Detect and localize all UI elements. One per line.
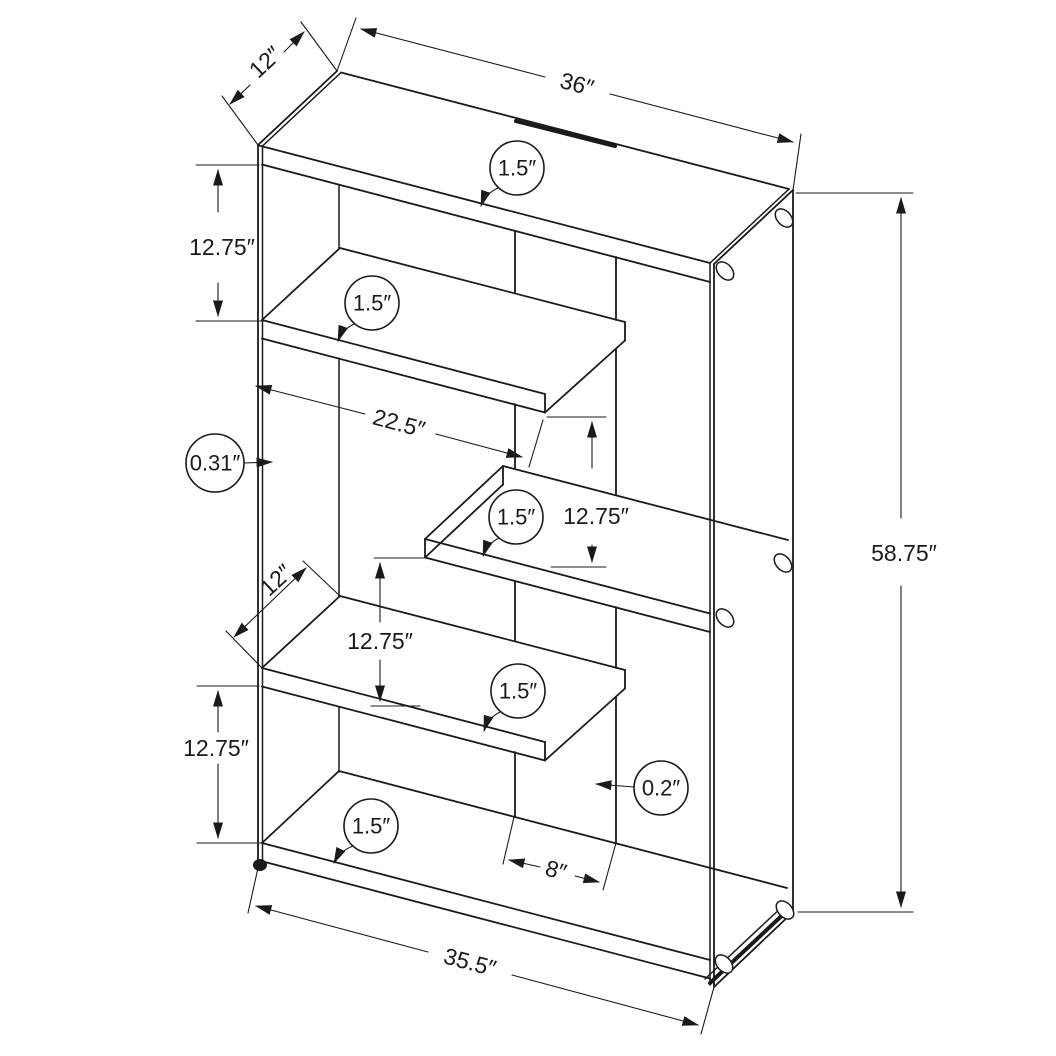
callout-bottom-shelf-thickness-label: 1.5″ xyxy=(352,814,391,839)
callout-shelf2-thickness-label: 1.5″ xyxy=(353,291,392,316)
shelf-3 xyxy=(424,465,789,633)
dim-shelf2-width-label: 22.5″ xyxy=(370,404,428,443)
callout-shelf2-thickness: 1.5″ xyxy=(337,275,400,342)
right-glass-panel xyxy=(704,188,795,988)
callout-glass-thickness: 0.31″ xyxy=(185,433,273,493)
back-panel xyxy=(514,119,617,844)
dim-lower-left-gap-label: 12.75″ xyxy=(183,735,249,761)
dim-shelf4-depth-label: 12″ xyxy=(255,559,297,601)
dim-bottom-width: 35.5″ xyxy=(247,867,715,1035)
callout-back-panel-thickness-label: 0.2″ xyxy=(642,776,681,801)
dim-upper-right-gap-label: 12.75″ xyxy=(563,503,629,529)
dim-shelf2-width: 22.5″ xyxy=(255,385,544,468)
left-glass-foot xyxy=(253,859,267,871)
dim-top-depth-label: 12″ xyxy=(244,41,286,83)
dim-mid-left-gap-label: 12.75″ xyxy=(347,628,413,654)
callout-shelf4-thickness: 1.5″ xyxy=(483,663,546,732)
callout-shelf3-thickness: 1.5″ xyxy=(482,489,544,557)
callout-top-shelf-thickness-label: 1.5″ xyxy=(498,156,537,181)
callout-top-shelf-thickness: 1.5″ xyxy=(480,140,545,207)
shelf-connector xyxy=(775,900,795,920)
callout-shelf3-thickness-label: 1.5″ xyxy=(497,505,536,530)
dim-top-depth: 12″ xyxy=(221,21,338,146)
shelf-connector xyxy=(714,954,734,974)
dim-top-width: 36″ xyxy=(336,17,802,191)
callout-back-panel-thickness: 0.2″ xyxy=(595,760,689,816)
dim-mid-left-gap: 12.75″ xyxy=(347,557,425,707)
left-glass-panel xyxy=(253,70,342,871)
dim-bottom-width-label: 35.5″ xyxy=(441,943,499,982)
dim-overall-height-label: 58.75″ xyxy=(871,540,937,566)
dim-lower-left-gap: 12.75″ xyxy=(183,685,263,844)
dim-shelf4-depth: 12″ xyxy=(225,559,341,669)
shelf-2 xyxy=(261,247,626,414)
dim-top-width-label: 36″ xyxy=(557,67,596,101)
shelf-connector xyxy=(715,261,735,281)
bottom-shelf xyxy=(261,770,788,980)
shelf-4 xyxy=(261,595,626,762)
dim-upper-right-gap: 12.75″ xyxy=(546,416,629,568)
callout-bottom-shelf-thickness: 1.5″ xyxy=(333,798,399,864)
dim-upper-left-gap-label: 12.75″ xyxy=(189,234,255,260)
callout-glass-thickness-label: 0.31″ xyxy=(190,451,241,476)
dim-upper-left-gap: 12.75″ xyxy=(189,164,267,322)
shelf-connector xyxy=(715,608,735,628)
shelf-connector xyxy=(774,208,794,228)
dim-overall-height: 58.75″ xyxy=(795,192,937,913)
shelf-connector xyxy=(773,553,793,573)
dim-back-panel-width-label: 8″ xyxy=(543,855,570,886)
callout-shelf4-thickness-label: 1.5″ xyxy=(499,679,538,704)
